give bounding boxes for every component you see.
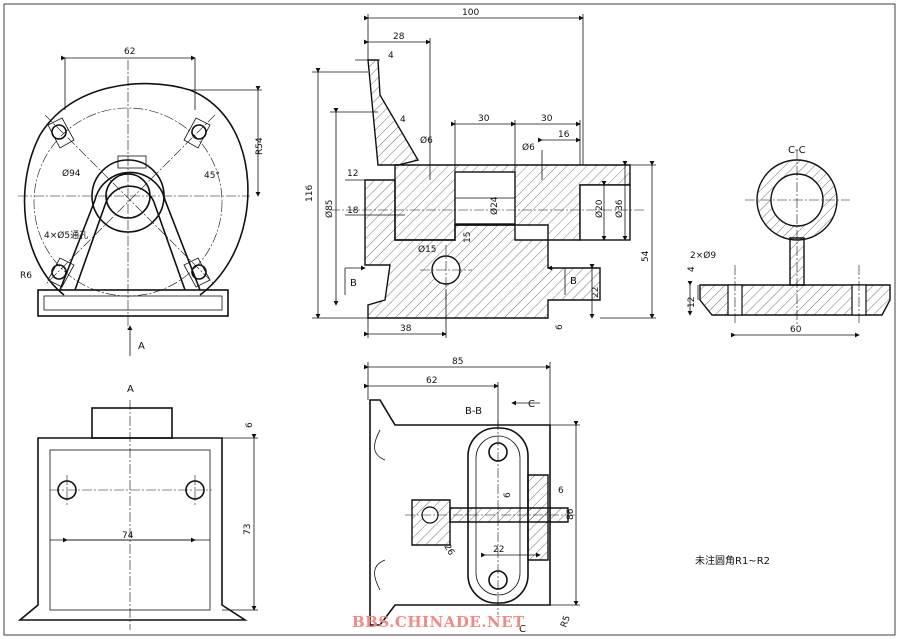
dim-16: 16	[558, 130, 570, 140]
drawing-border	[3, 3, 896, 636]
dim-6-web: 6	[503, 492, 513, 498]
dim-60: 60	[790, 325, 802, 335]
dim-6-rib: 6	[558, 486, 564, 496]
dim-dia6-right: Ø6	[522, 142, 535, 153]
dim-73: 73	[243, 524, 253, 535]
dim-85: 85	[452, 357, 463, 367]
dim-18: 18	[347, 206, 359, 216]
dim-15: 15	[463, 232, 473, 243]
dim-dia15: Ø15	[418, 244, 437, 255]
dim-38: 38	[400, 324, 412, 334]
cut-c-top: C	[528, 399, 535, 410]
dim-r6: R6	[20, 271, 32, 281]
dim-12: 12	[347, 169, 358, 179]
dim-30-right: 30	[541, 114, 553, 124]
dim-2x9-holes: 2×Ø9	[690, 250, 716, 261]
dim-4x5-holes: 4×Ø5通孔	[44, 230, 88, 241]
dim-62: 62	[124, 47, 135, 57]
dim-r5: R5	[559, 614, 572, 629]
view-a-title: A	[127, 384, 134, 395]
dim-dia24: Ø24	[489, 196, 500, 215]
cc-view: C-C 2×Ø9 4 12 60	[687, 145, 891, 338]
dim-r54: R54	[255, 137, 265, 155]
dim-12-cc: 12	[687, 297, 697, 308]
dim-4-cc: 4	[687, 266, 697, 272]
dim-62-bb: 62	[426, 376, 437, 386]
dim-22: 22	[591, 287, 601, 298]
dim-4-top: 4	[388, 51, 394, 61]
dim-dia6-left: Ø6	[420, 135, 433, 146]
dim-116: 116	[305, 185, 315, 202]
dim-86: 86	[566, 508, 576, 520]
dim-100: 100	[462, 8, 479, 18]
bb-view: B-B C 85 62 6 6 86 26 22 R5 C	[364, 357, 580, 635]
section-mark-b-left: B	[350, 278, 357, 289]
front-view: 62 R54 Ø94 45° 4×Ø5通孔 R6 A	[18, 47, 265, 356]
dim-dia36: Ø36	[614, 199, 625, 218]
dim-dia94: Ø94	[62, 168, 81, 179]
dim-45deg: 45°	[204, 171, 220, 181]
cut-c-bottom: C	[519, 624, 526, 635]
section-view: 100 28 4 4 Ø6 30 30 16 Ø6 116 Ø85 12 18 …	[305, 8, 656, 338]
dim-4-rib: 4	[400, 115, 406, 125]
view-a: A 6 74 73	[17, 384, 258, 630]
dim-22-bb: 22	[493, 545, 504, 555]
dim-28: 28	[393, 32, 405, 42]
dim-74: 74	[122, 531, 134, 541]
dim-dia85: Ø85	[324, 199, 335, 218]
dim-54: 54	[641, 250, 651, 262]
dim-6-bottom: 6	[555, 324, 565, 330]
watermark: BBS.CHINADE.NET	[352, 613, 525, 631]
dim-6-a: 6	[245, 422, 255, 428]
bb-view-title: B-B	[465, 406, 482, 417]
view-a-arrow-label: A	[138, 341, 145, 352]
dim-30-left: 30	[478, 114, 490, 124]
general-note: 未注圆角R1~R2	[695, 554, 770, 567]
section-mark-b-right: B	[570, 276, 577, 287]
dim-dia20: Ø20	[594, 199, 605, 218]
